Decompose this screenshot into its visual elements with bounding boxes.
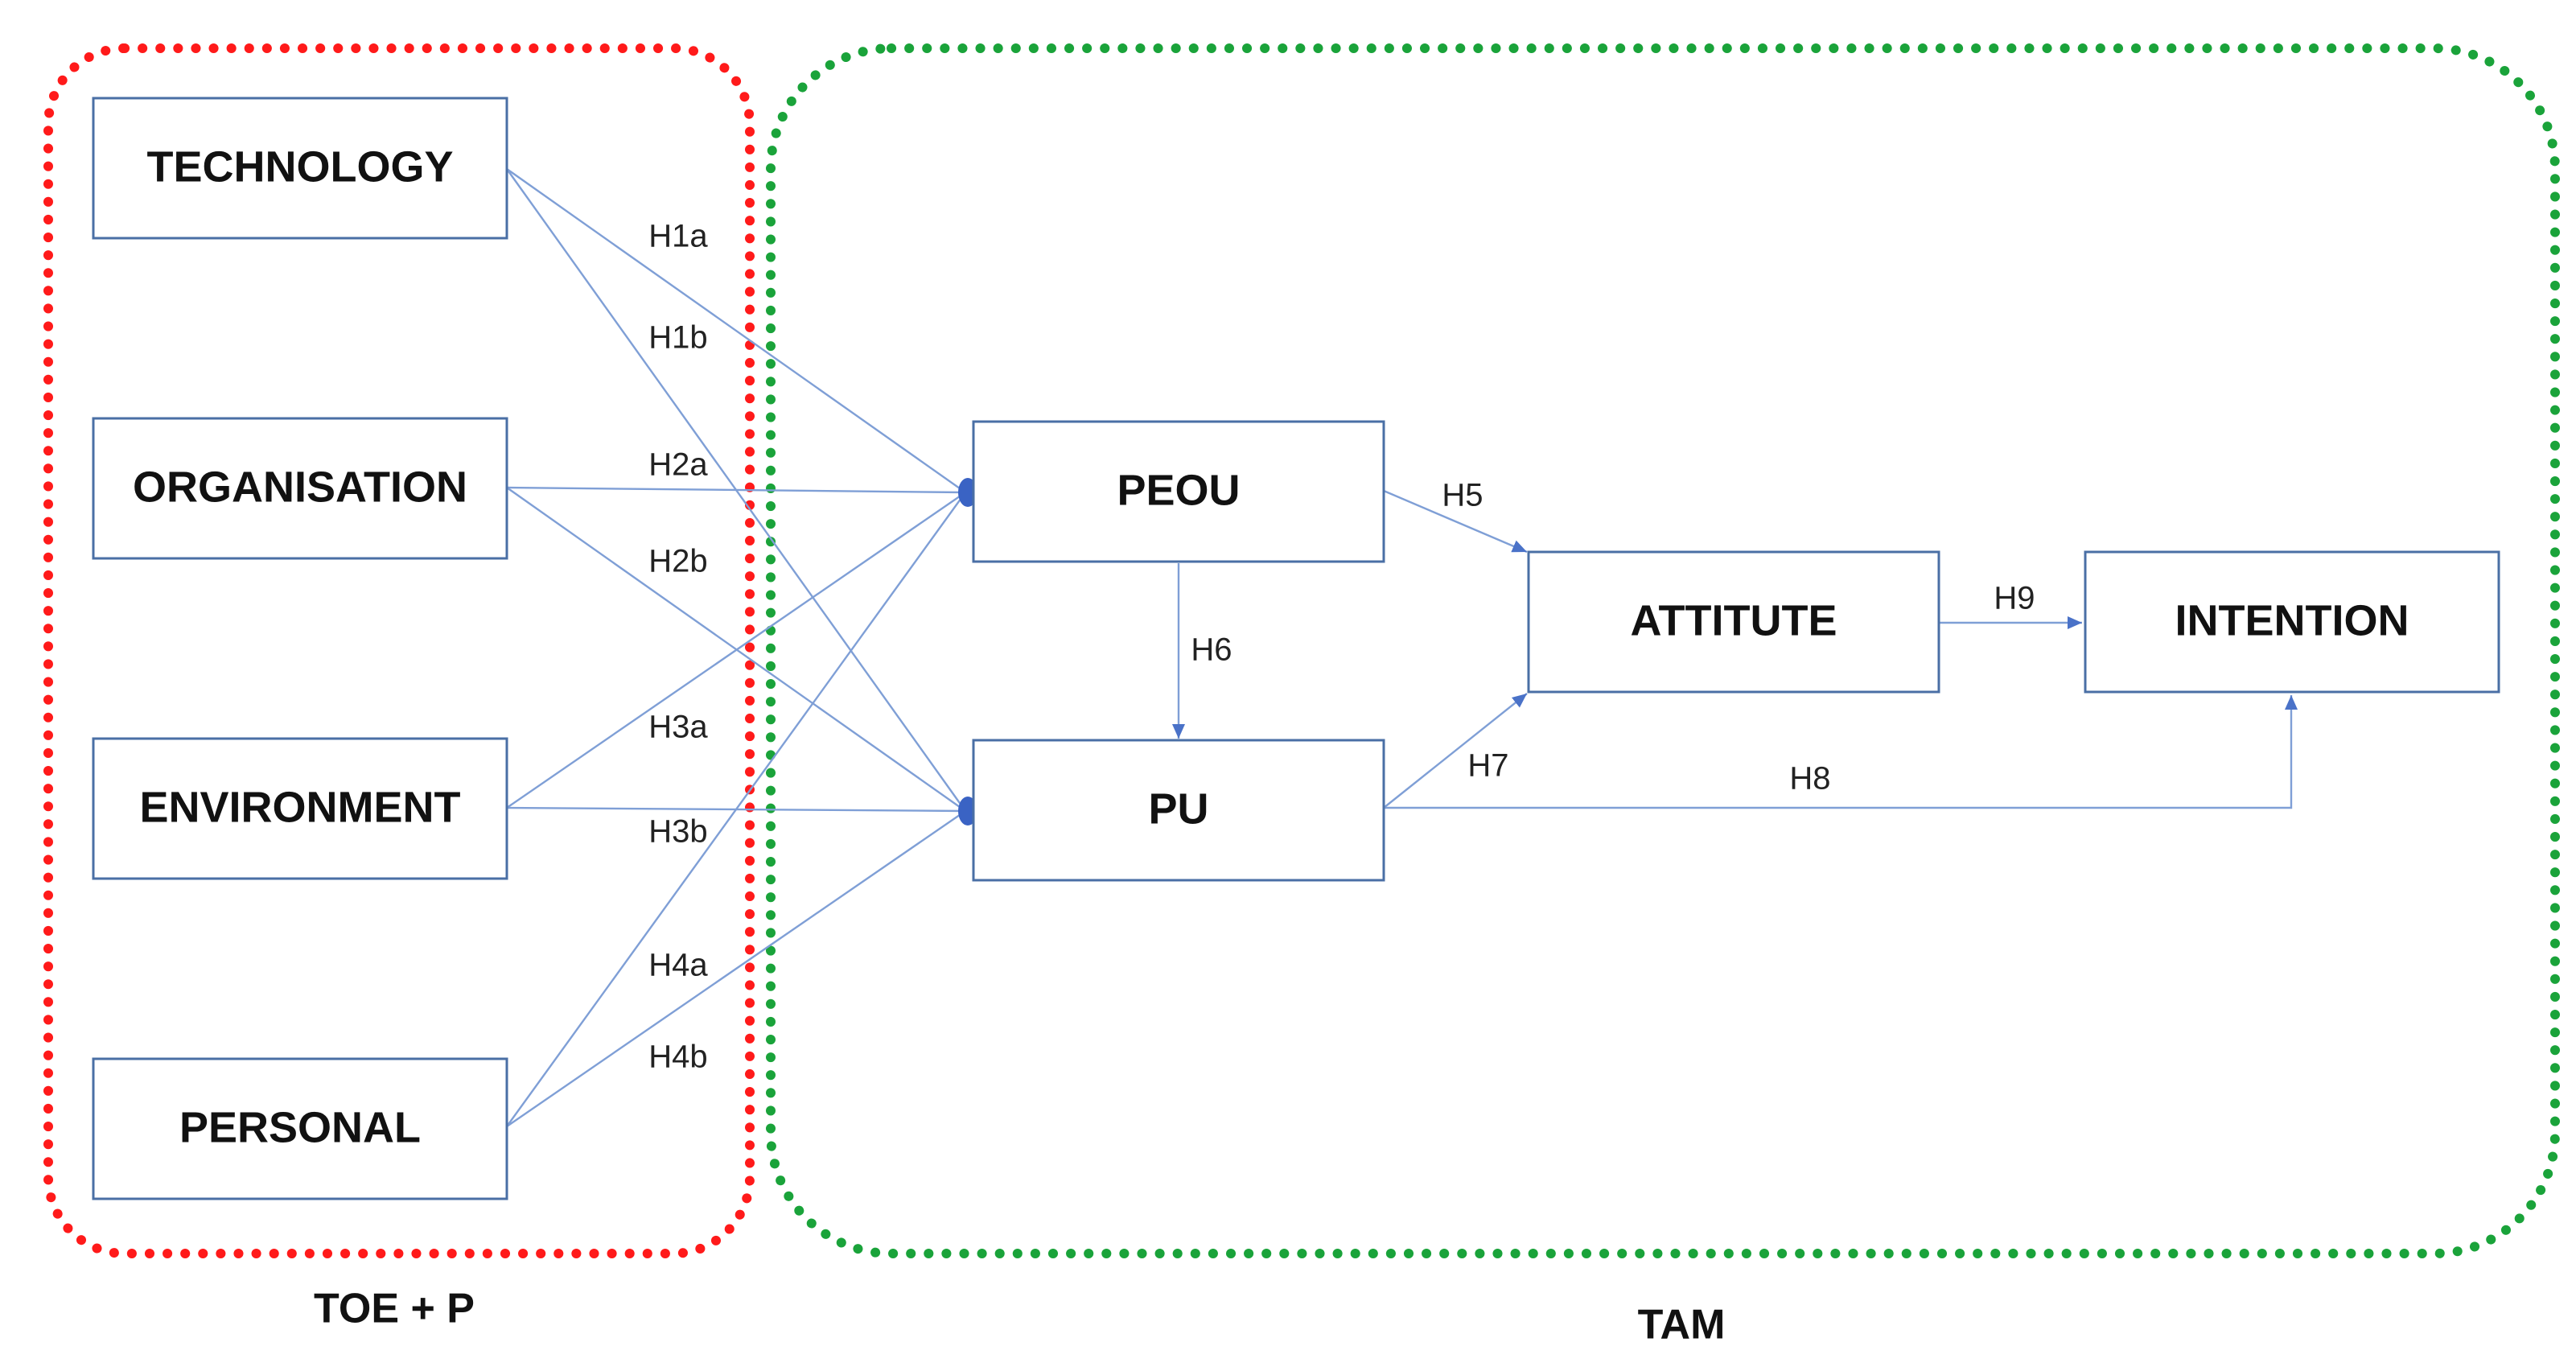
label-h3b: H3b xyxy=(648,814,707,850)
label-h1a: H1a xyxy=(648,219,708,254)
node-technology-label: TECHNOLOGY xyxy=(146,142,453,191)
node-intention-label: INTENTION xyxy=(2175,596,2409,644)
tam-group-border xyxy=(766,43,2560,1258)
edge-h4a xyxy=(506,492,966,1127)
node-peou: PEOU xyxy=(972,420,1385,563)
toe-p-group-label: TOE + P xyxy=(314,1286,475,1332)
node-organisation-label: ORGANISATION xyxy=(133,463,467,511)
label-h8: H8 xyxy=(1789,761,1830,797)
label-h9: H9 xyxy=(1994,581,2035,616)
node-attitute-label: ATTITUTE xyxy=(1631,596,1837,644)
node-pu: PU xyxy=(972,739,1385,882)
label-h7: H7 xyxy=(1467,748,1508,784)
edge-h8 xyxy=(1384,695,2298,809)
node-environment-label: ENVIRONMENT xyxy=(139,783,460,831)
hypothesis-labels: H1a H1b H2a H2b H3a H3b H4a H4b H5 H6 H7… xyxy=(648,219,2035,1075)
node-pu-label: PU xyxy=(1148,784,1208,833)
node-technology: TECHNOLOGY xyxy=(92,97,508,240)
toe-p-group-border xyxy=(43,43,755,1258)
edge-h1a xyxy=(506,168,966,493)
node-environment: ENVIRONMENT xyxy=(92,737,508,880)
node-intention: INTENTION xyxy=(2084,550,2500,694)
label-h2b: H2b xyxy=(648,544,707,579)
label-h4b: H4b xyxy=(648,1040,707,1075)
label-h5: H5 xyxy=(1442,478,1483,513)
node-organisation: ORGANISATION xyxy=(92,417,508,560)
node-attitute: ATTITUTE xyxy=(1527,550,1940,694)
edge-h3a xyxy=(506,492,966,809)
label-h2a: H2a xyxy=(648,447,708,483)
label-h3a: H3a xyxy=(648,710,708,745)
edges xyxy=(506,168,2298,1127)
label-h4a: H4a xyxy=(648,948,708,983)
node-personal-label: PERSONAL xyxy=(179,1103,421,1151)
edge-h2a xyxy=(506,486,966,494)
node-personal: PERSONAL xyxy=(92,1057,508,1200)
tam-group-label: TAM xyxy=(1638,1302,1726,1348)
label-h1b: H1b xyxy=(648,320,707,356)
edge-h7 xyxy=(1383,693,1528,809)
node-peou-label: PEOU xyxy=(1117,466,1240,514)
edge-h4b xyxy=(506,810,966,1127)
label-h6: H6 xyxy=(1191,632,1232,668)
edge-h5 xyxy=(1383,489,1528,554)
